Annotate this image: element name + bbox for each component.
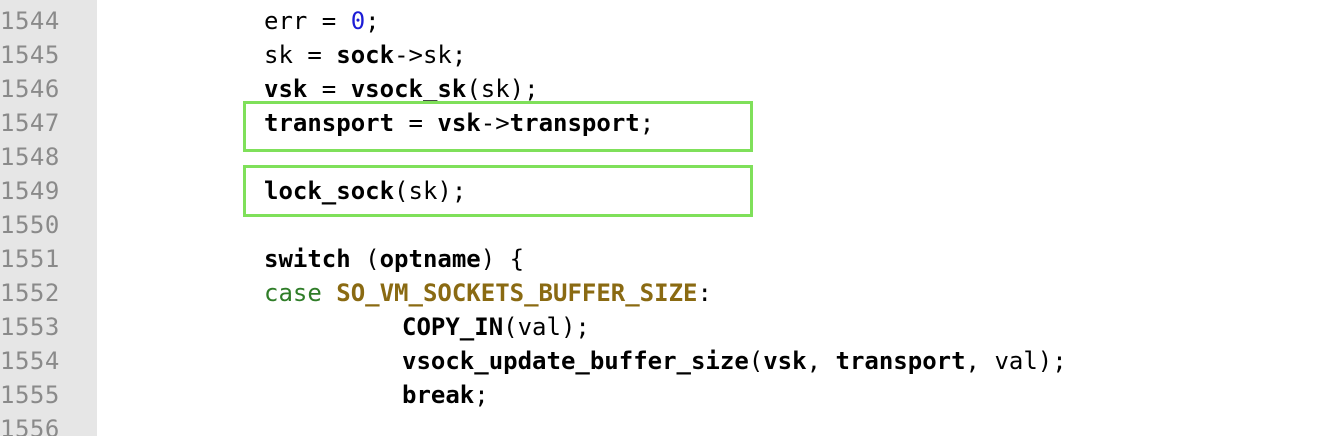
code-line: 1552 case SO_VM_SOCKETS_BUFFER_SIZE:: [0, 276, 1340, 310]
code-token: sock: [336, 41, 395, 69]
code-token: break: [402, 381, 475, 409]
line-number: 1547: [0, 109, 60, 137]
code-token: vsock_update_buffer_size: [402, 347, 749, 375]
code-token: ;: [474, 381, 489, 409]
line-number: 1553: [0, 313, 60, 341]
code-token: transport: [509, 109, 640, 137]
code-token: transport: [264, 109, 395, 137]
code-token: (sk);: [466, 75, 539, 103]
code-line: 1551 switch (optname) {: [0, 242, 1340, 276]
code-text: sk = sock->sk;: [264, 38, 466, 72]
code-token: (: [350, 245, 380, 273]
line-number: 1546: [0, 75, 60, 103]
code-token: =: [307, 7, 351, 35]
code-token: ;: [365, 7, 380, 35]
code-token: ) {: [480, 245, 525, 273]
code-token: =: [292, 41, 337, 69]
code-token: (sk);: [394, 177, 467, 205]
line-number-gutter: [0, 0, 97, 436]
code-token: ,: [806, 347, 836, 375]
code-token: vsock_sk: [350, 75, 467, 103]
code-token: case: [264, 279, 322, 307]
line-number: 1548: [0, 143, 60, 171]
code-text: COPY_IN(val);: [402, 310, 590, 344]
code-token: vsk: [437, 109, 481, 137]
code-line: 1555 break;: [0, 378, 1340, 412]
code-text: vsk = vsock_sk(sk);: [264, 72, 539, 106]
code-token: 0: [350, 7, 366, 35]
code-line: 1550: [0, 208, 1340, 242]
code-text: break;: [402, 378, 489, 412]
code-token: ;: [639, 109, 655, 137]
code-token: optname: [379, 245, 481, 273]
code-token: =: [394, 109, 438, 137]
code-token: , val);: [965, 347, 1067, 375]
code-line: 1549 lock_sock(sk);: [0, 174, 1340, 208]
code-token: lock_sock: [264, 177, 395, 205]
line-number: 1545: [0, 41, 60, 69]
code-text: transport = vsk->transport;: [264, 106, 654, 140]
line-number: 1552: [0, 279, 60, 307]
code-line: 1554 vsock_update_buffer_size(vsk, transp…: [0, 344, 1340, 378]
line-number: 1554: [0, 347, 60, 375]
line-number: 1556: [0, 415, 60, 436]
code-line: 1544 err = 0;: [0, 4, 1340, 38]
line-number: 1555: [0, 381, 60, 409]
code-token: SO_VM_SOCKETS_BUFFER_SIZE: [336, 279, 698, 307]
code-token: =: [307, 75, 351, 103]
code-token: vsk: [763, 347, 807, 375]
code-token: ->: [394, 41, 423, 69]
code-token: ;: [451, 41, 467, 69]
code-token: sk: [264, 41, 293, 69]
line-number: 1551: [0, 245, 60, 273]
code-line: 1553 COPY_IN(val);: [0, 310, 1340, 344]
code-token: err: [264, 7, 308, 35]
code-line: 1546 vsk = vsock_sk(sk);: [0, 72, 1340, 106]
code-token: (: [748, 347, 764, 375]
code-text: lock_sock(sk);: [264, 174, 466, 208]
line-number: 1550: [0, 211, 60, 239]
code-token: [322, 279, 336, 307]
code-token: sk: [422, 41, 452, 69]
code-token: (val);: [503, 313, 590, 341]
line-number: 1549: [0, 177, 60, 205]
line-number: 1544: [0, 7, 60, 35]
code-text: switch (optname) {: [264, 242, 524, 276]
code-token: COPY_IN: [402, 313, 504, 341]
code-token: transport: [835, 347, 966, 375]
code-line: 1556: [0, 412, 1340, 436]
code-token: vsk: [264, 75, 308, 103]
code-text: vsock_update_buffer_size(vsk, transport,…: [402, 344, 1067, 378]
code-line: 1548: [0, 140, 1340, 174]
code-text: err = 0;: [264, 4, 380, 38]
code-token: ->: [480, 109, 510, 137]
code-token: switch: [264, 245, 351, 273]
code-text: case SO_VM_SOCKETS_BUFFER_SIZE:: [264, 276, 712, 310]
code-token: :: [697, 279, 712, 307]
